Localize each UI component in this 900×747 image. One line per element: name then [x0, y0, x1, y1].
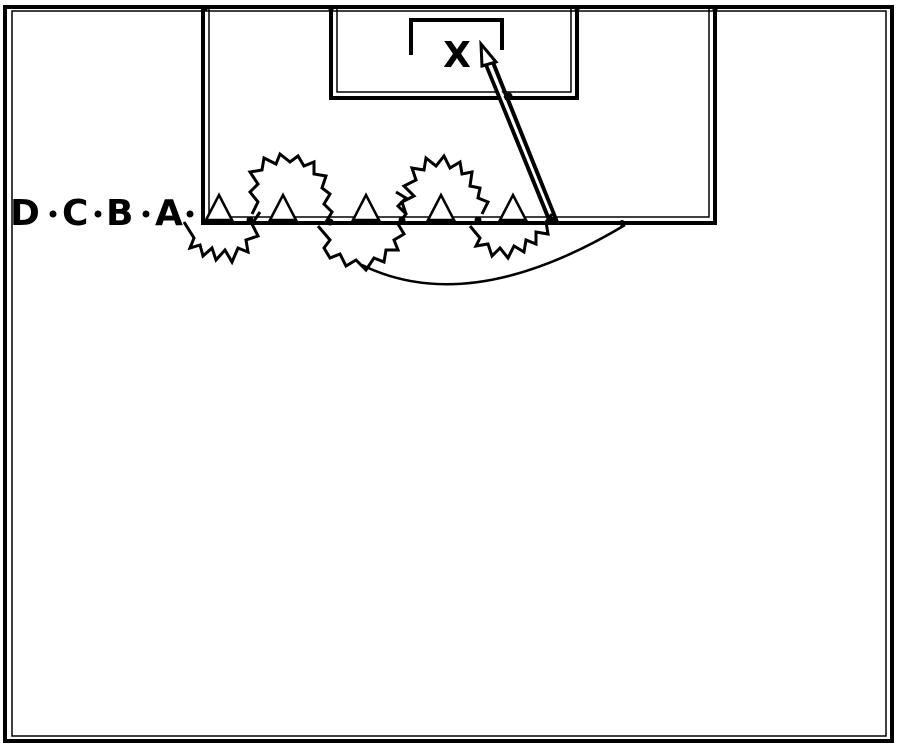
cone-icon	[497, 192, 529, 222]
penalty-area-inner	[208, 8, 710, 218]
player-b-label: B	[106, 193, 133, 234]
cone-icon	[267, 192, 299, 222]
dribble-paths	[182, 151, 554, 273]
target-marker: X	[443, 35, 471, 76]
penalty-area	[201, 8, 717, 225]
dot-icon	[49, 210, 57, 218]
cone-icon	[350, 192, 382, 222]
pitch-boundary	[3, 5, 894, 743]
player-c-label: C	[62, 193, 88, 234]
player-labels: D C B A	[10, 193, 194, 234]
dot-icon	[94, 210, 102, 218]
dot-icon	[142, 210, 150, 218]
player-a-label: A	[155, 193, 183, 234]
target-box	[409, 18, 504, 55]
dribble-path-5	[468, 213, 554, 261]
goal-area-inner	[336, 8, 572, 93]
player-d-label: D	[10, 193, 40, 234]
penalty-arc	[361, 223, 626, 286]
dribble-path-2	[247, 151, 334, 223]
cone-icon	[203, 192, 235, 222]
dribble-path-1	[182, 211, 262, 266]
path-nodes	[202, 5, 718, 226]
cone-icon	[425, 192, 457, 222]
shot-arrow	[479, 39, 559, 223]
dribble-path-4	[400, 153, 491, 215]
pitch-boundary-inner	[11, 10, 887, 737]
cones	[203, 192, 529, 222]
dot-icon	[186, 210, 194, 218]
goal-area	[329, 8, 579, 100]
